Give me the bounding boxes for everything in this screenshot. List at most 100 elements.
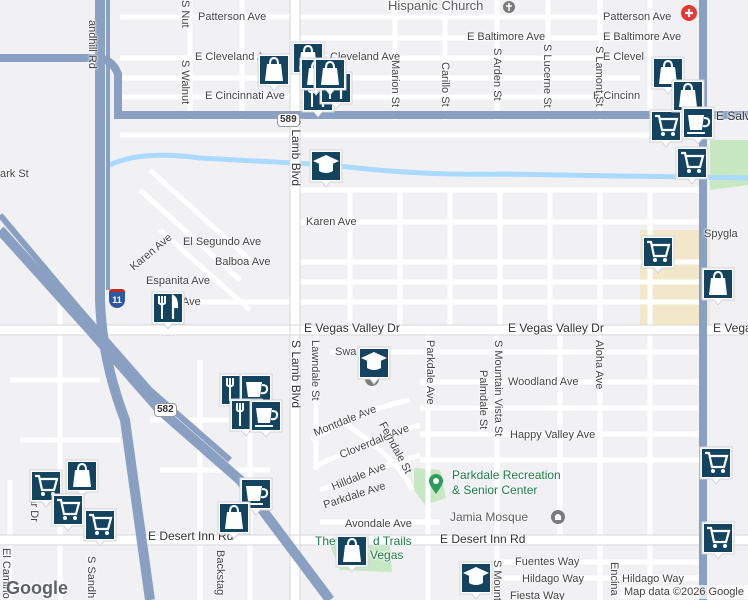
street-label: E Salv: [716, 109, 748, 123]
shopping-bag-icon: [701, 267, 735, 306]
street-label: Aloha Ave: [593, 340, 605, 390]
shopping-cart-pin[interactable]: [648, 108, 684, 148]
street-label: E Baltimore Ave: [603, 31, 682, 43]
school-icon: [309, 149, 343, 188]
school-icon: [459, 561, 493, 600]
shopping-cart-pin[interactable]: [50, 492, 86, 532]
street-label: Marion St: [389, 60, 401, 108]
shopping-cart-pin[interactable]: [674, 145, 710, 185]
street-label: Lawndale St: [309, 340, 321, 401]
shopping-cart-icon: [649, 109, 683, 148]
school-pin[interactable]: [308, 148, 344, 188]
shopping-bag-pin[interactable]: [64, 458, 100, 498]
us-589-shield: 589: [277, 113, 300, 127]
place-label-trails[interactable]: Vegas: [370, 548, 404, 562]
street-label: Avondale Ave: [345, 518, 412, 530]
shopping-cart-icon: [675, 146, 709, 185]
street-label: Fuentes Way: [515, 556, 580, 568]
cafe-icon: [249, 399, 283, 438]
church-icon[interactable]: [502, 0, 516, 14]
shopping-cart-pin[interactable]: [700, 520, 736, 560]
cafe-pin[interactable]: [680, 105, 716, 145]
street-label: Palmdale St: [477, 370, 489, 430]
park-marker-icon[interactable]: [427, 473, 445, 495]
shopping-bag-pin[interactable]: [216, 500, 252, 540]
shopping-cart-pin[interactable]: [640, 234, 676, 274]
street-label: Happy Valley Ave: [510, 429, 596, 441]
street-label: El Segundo Ave: [183, 236, 262, 248]
place-label-hispanic-church[interactable]: Hispanic Church: [388, 0, 484, 13]
google-logo: Google: [6, 578, 68, 598]
street-label: S Nut: [179, 0, 191, 28]
shopping-bag-pin[interactable]: [334, 533, 370, 573]
street-label: andhill Rd: [86, 20, 98, 69]
shopping-cart-icon: [699, 446, 733, 485]
street-label: E Desert Inn Rd: [440, 532, 526, 546]
street-label: ark St: [0, 168, 29, 180]
street-label: S Mountain Vista St: [492, 340, 504, 437]
street-label: S Lucerne St: [541, 44, 553, 108]
street-label: E Desert Inn Rd: [148, 529, 234, 543]
shopping-cart-icon: [83, 508, 117, 547]
street-label: Carillo St: [439, 62, 451, 107]
street-label: E Clevel: [603, 51, 644, 63]
shopping-cart-pin[interactable]: [698, 445, 734, 485]
shopping-cart-icon: [701, 521, 735, 560]
minor-streets: [7, 0, 700, 600]
place-label-trails[interactable]: d Trails: [373, 534, 412, 548]
shopping-cart-icon: [641, 235, 675, 274]
street-label: Parkdale Ave: [424, 340, 436, 405]
street-label: Cleveland Ave: [330, 51, 401, 63]
cafe-pin[interactable]: [248, 398, 284, 438]
restaurant-pin[interactable]: [150, 290, 186, 330]
street-label: S Lamb Blvd: [289, 340, 303, 409]
shopping-bag-pin[interactable]: [312, 56, 348, 96]
shopping-bag-icon: [313, 57, 347, 96]
street-label: S Lamb Blvd: [289, 118, 303, 187]
school-pin[interactable]: [458, 560, 494, 600]
street-label: E Cleveland Ave: [195, 51, 276, 63]
street-label: E Cincinn: [593, 90, 641, 102]
place-label-jamia-mosque[interactable]: Jamia Mosque: [450, 510, 529, 524]
map-attribution[interactable]: Map data ©2026 Google: [619, 585, 748, 599]
east-park: [710, 140, 748, 190]
street-label: Patterson Ave: [198, 11, 267, 23]
street-label: E Vegas Valley Dr: [304, 321, 400, 335]
shopping-bag-pin[interactable]: [256, 52, 292, 92]
street-label: Karen Ave: [306, 216, 357, 228]
street-label: Hildago Way: [522, 573, 584, 585]
street-label: Balboa Ave: [215, 256, 271, 268]
shopping-bag-pin[interactable]: [700, 266, 736, 306]
street-label: S Lamont St: [593, 46, 605, 107]
school-icon: [357, 346, 391, 385]
place-label-parkdale-rec[interactable]: & Senior Center: [452, 483, 538, 497]
street-label: Espanita Ave: [146, 275, 211, 287]
street-label: Patterson Ave: [603, 11, 672, 23]
hospital-icon[interactable]: [680, 4, 698, 22]
mosque-icon[interactable]: [550, 509, 566, 525]
shopping-bag-icon: [217, 501, 251, 540]
street-label: Fiesta Way: [510, 590, 565, 600]
street-label: Spygla: [704, 228, 738, 240]
shopping-cart-icon: [51, 493, 85, 532]
street-label: E Vegas Valley Dr: [508, 321, 604, 335]
shopping-cart-pin[interactable]: [82, 507, 118, 547]
place-label-trails[interactable]: The: [315, 534, 336, 548]
street-label: E Baltimore Ave: [467, 31, 546, 43]
school-pin[interactable]: [356, 345, 392, 385]
shopping-bag-icon: [335, 534, 369, 573]
place-label-parkdale-rec[interactable]: Parkdale Recreation: [452, 468, 561, 482]
interstate-11-shield: 11: [109, 289, 125, 308]
street-label: Backstag: [214, 550, 226, 596]
street-label: Swa: [335, 346, 357, 358]
restaurant-icon: [151, 291, 185, 330]
street-label: S Sandh: [85, 556, 97, 599]
street-label: S Walnut: [179, 60, 191, 105]
street-label: Hildago Way: [622, 573, 684, 585]
cafe-icon: [681, 106, 715, 145]
shopping-bag-icon: [257, 53, 291, 92]
street-label: E Vegas: [713, 321, 748, 335]
street-label: E Cincinnati Ave: [205, 90, 285, 102]
